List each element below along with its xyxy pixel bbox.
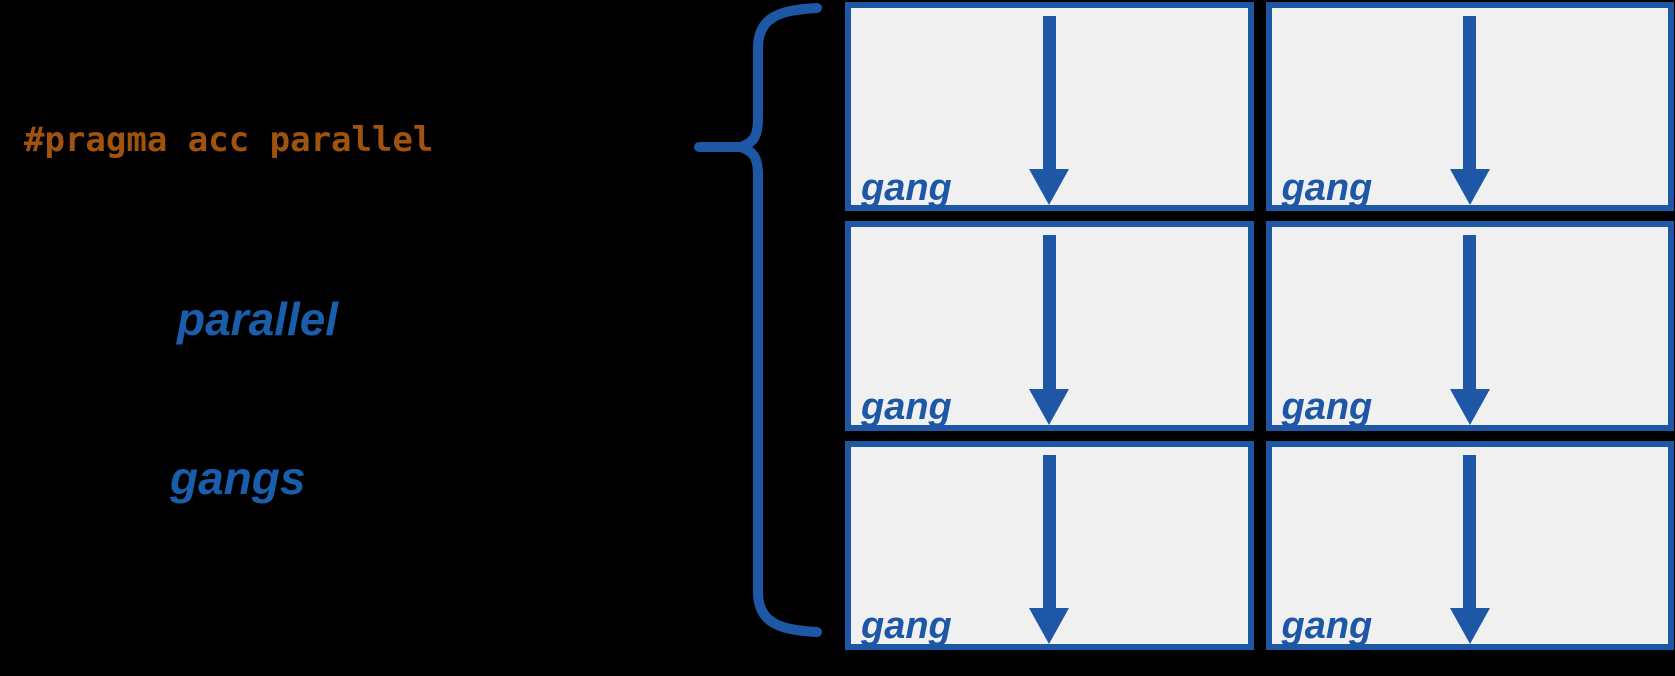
keyword-gangs: gangs xyxy=(170,452,306,504)
connector-line xyxy=(694,142,752,152)
gang-box-5: gang xyxy=(845,440,1254,650)
gang-box-4: gang xyxy=(1265,221,1674,431)
gang-box-6: gang xyxy=(1265,440,1674,650)
keyword-parallel: parallel xyxy=(177,293,339,345)
gang-label: gang xyxy=(1281,166,1373,209)
gang-box-3: gang xyxy=(845,221,1254,431)
curly-brace-icon xyxy=(735,3,822,637)
gang-label: gang xyxy=(861,385,952,428)
gang-box-2: gang xyxy=(1265,2,1674,212)
gang-label: gang xyxy=(1281,385,1373,428)
gang-grid: gang gang gang gang gang gang xyxy=(845,2,1674,650)
gang-label: gang xyxy=(861,605,952,648)
gang-box-1: gang xyxy=(845,2,1254,212)
gang-label: gang xyxy=(861,166,952,209)
gang-label: gang xyxy=(1281,605,1373,648)
pragma-code-text: #pragma acc parallel xyxy=(24,120,434,160)
